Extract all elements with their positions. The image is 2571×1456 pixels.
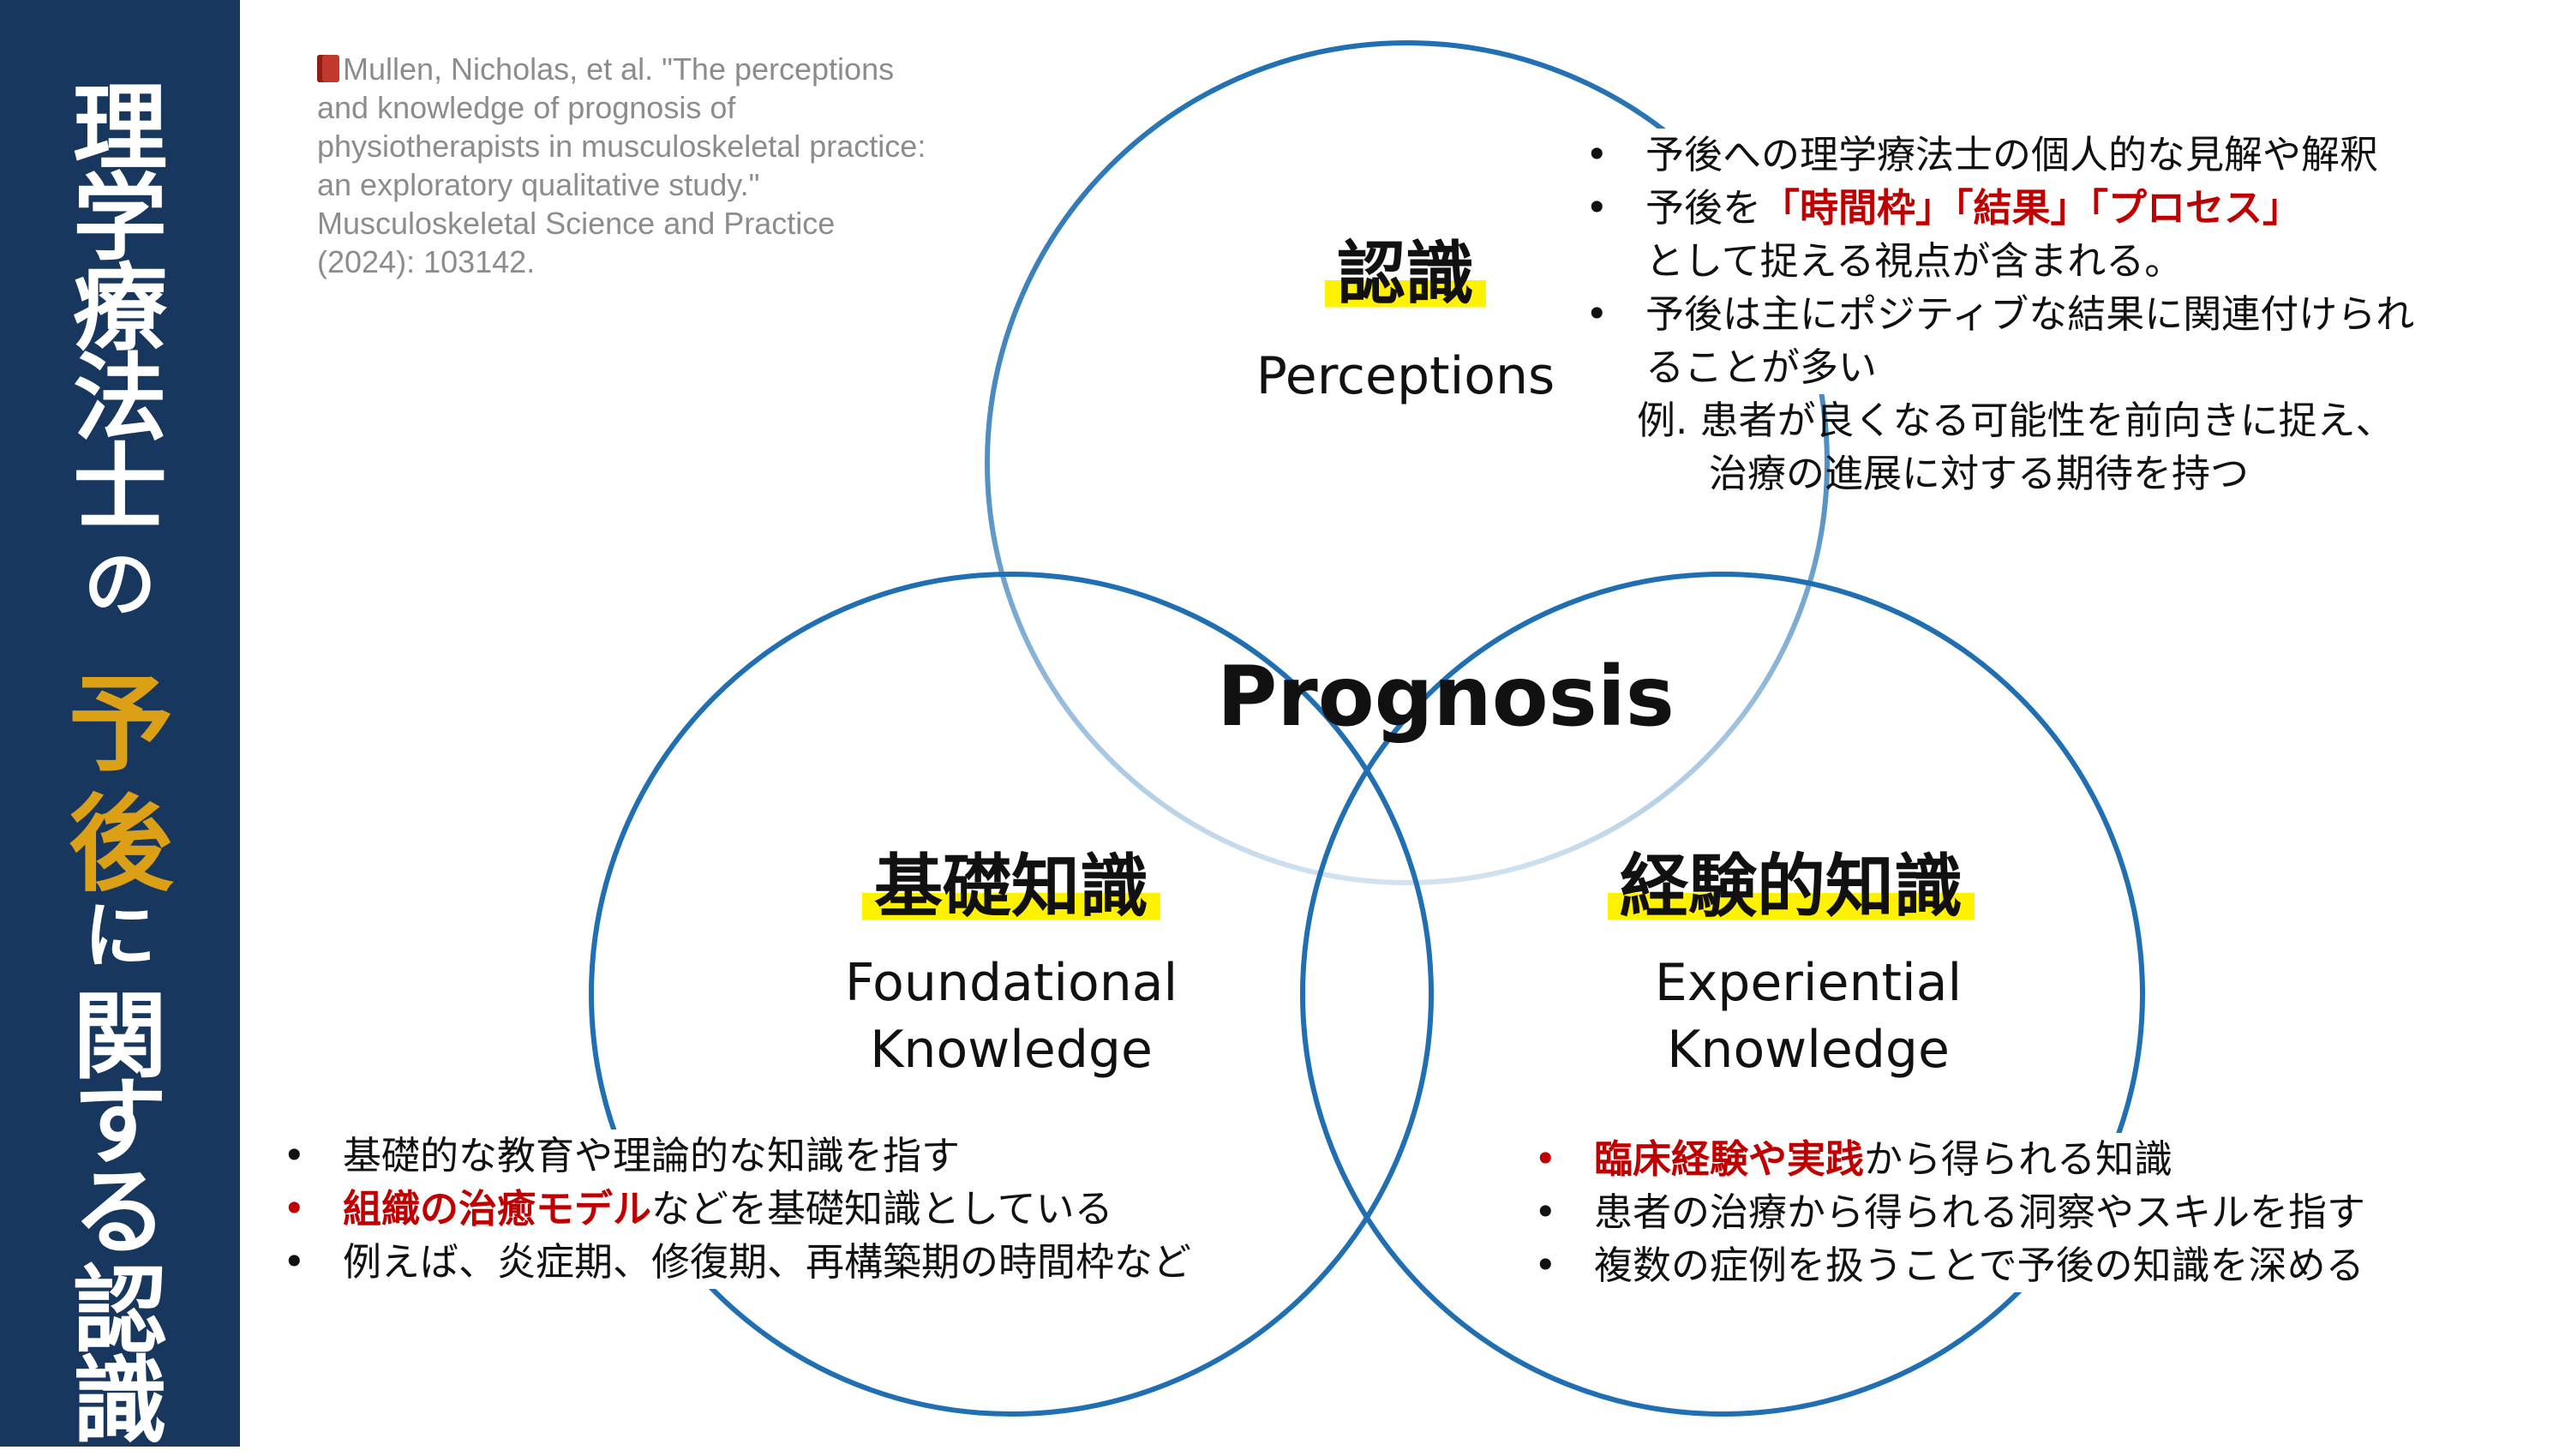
citation-line-4: an exploratory qualitative study." [317, 167, 760, 202]
list-item: 予後を「時間枠」「結果」「プロセス」 として捉える視点が含まれる。 [1577, 182, 2414, 288]
perceptions-bullets: 予後への理学療法士の個人的な見解や解釈 予後を「時間枠」「結果」「プロセス」 と… [1577, 129, 2415, 394]
citation-line-1: Mullen, Nicholas, et al. "The perception… [343, 51, 895, 87]
perceptions-subtitle: Perceptions [1256, 346, 1555, 406]
perceptions-example: 例. 患者が良くなる可能性を前向きに捉え、 治療の進展に対する期待を持つ [1637, 398, 2394, 496]
center-label-prognosis: Prognosis [1217, 649, 1675, 745]
vertical-title-char: 識 [73, 1346, 167, 1456]
vertical-title-char: る [73, 1158, 167, 1267]
experiential-title: 経験的知識 [1568, 847, 2014, 926]
vertical-title-char: 後 [69, 784, 173, 906]
vertical-title-char: に [83, 894, 156, 978]
list-item: 予後への理学療法士の個人的な見解や解釈 [1577, 129, 2414, 182]
vertical-title-char: 士 [73, 434, 167, 543]
citation-line-5: Musculoskeletal Science and Practice [317, 206, 836, 241]
sidebar-title-panel [0, 0, 240, 1447]
circle-perceptions [985, 40, 1830, 885]
list-item: 予後は主にポジティブな結果に関連付けられ ることが多い [1577, 288, 2414, 394]
book-icon [317, 55, 339, 82]
circle-experiential [1300, 572, 2145, 1417]
citation-line-2: and knowledge of prognosis of [317, 90, 736, 125]
citation-line-3: physiotherapists in musculoskeletal prac… [317, 129, 926, 164]
list-item: 組織の治癒モデルなどを基礎知識としている [274, 1183, 1191, 1236]
vertical-title-char: 認 [73, 1256, 167, 1366]
citation: Mullen, Nicholas, et al. "The perception… [317, 50, 968, 281]
circle-foundational [589, 572, 1434, 1417]
foundational-bullets: 基礎的な教育や理論的な知識を指す 組織の治癒モデルなどを基礎知識としている 例え… [274, 1129, 1192, 1289]
vertical-title-char: す [73, 1068, 167, 1177]
vertical-title-char: 療 [73, 254, 167, 363]
citation-line-6: (2024): 103142. [317, 244, 536, 279]
vertical-title-char: の [83, 542, 156, 626]
list-item: 基礎的な教育や理論的な知識を指す [274, 1129, 1191, 1183]
list-item: 複数の症例を扱うことで予後の知識を深める [1525, 1239, 2365, 1292]
vertical-title-char: 学 [73, 164, 167, 273]
experiential-bullets: 臨床経験や実践から得られる知識 患者の治療から得られる洞察やスキルを指す 複数の… [1525, 1133, 2366, 1292]
vertical-title-char: 法 [73, 344, 167, 453]
list-item: 例えば、炎症期、修復期、再構築期の時間枠など [274, 1236, 1191, 1289]
list-item: 患者の治療から得られる洞察やスキルを指す [1525, 1186, 2365, 1239]
foundational-title: 基礎知識 [823, 847, 1200, 926]
vertical-title-char: 理 [73, 74, 167, 183]
vertical-title-char: 予 [69, 664, 173, 786]
vertical-title-char: 関 [73, 982, 167, 1092]
list-item: 臨床経験や実践から得られる知識 [1525, 1133, 2365, 1186]
perceptions-title: 認識 [1277, 234, 1534, 314]
